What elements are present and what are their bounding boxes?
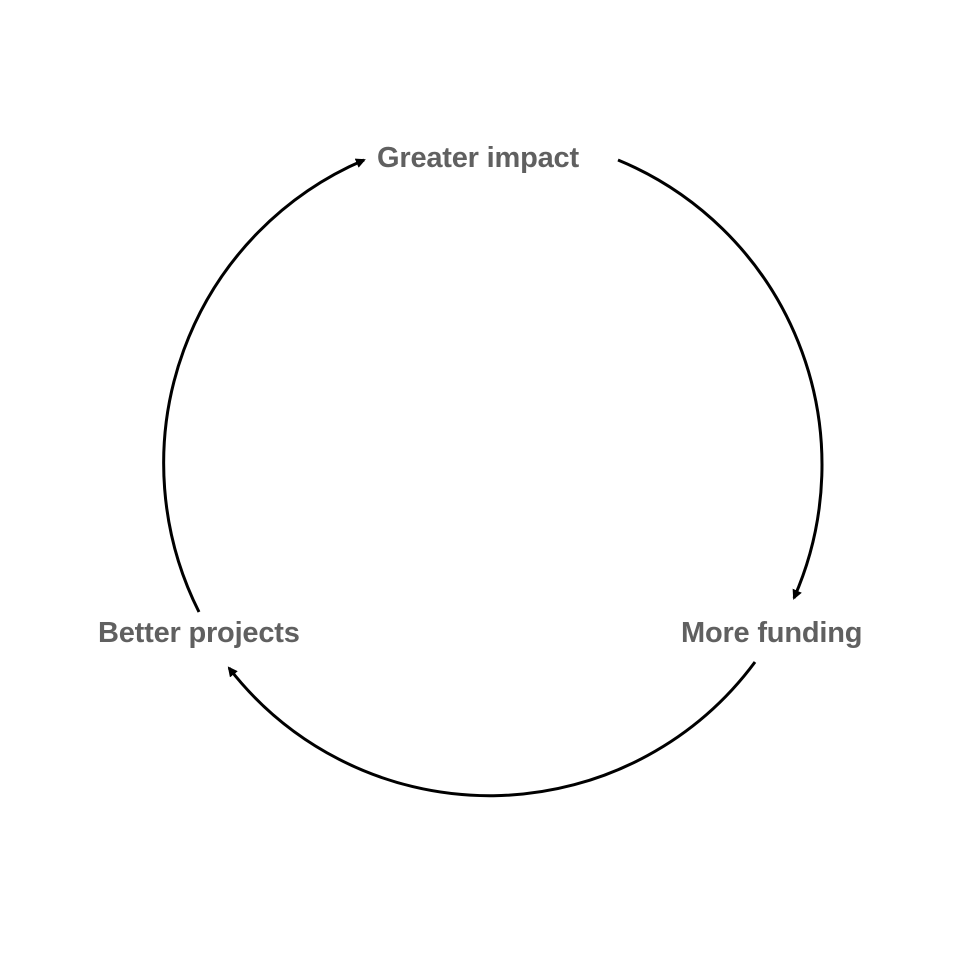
arrow-projects-to-impact xyxy=(162,158,366,613)
node-label-better-projects: Better projects xyxy=(98,617,300,649)
arrow-funding-to-projects xyxy=(227,661,757,798)
node-label-more-funding: More funding xyxy=(681,617,863,649)
node-label-greater-impact: Greater impact xyxy=(377,142,579,174)
arrow-impact-to-funding xyxy=(617,158,824,600)
